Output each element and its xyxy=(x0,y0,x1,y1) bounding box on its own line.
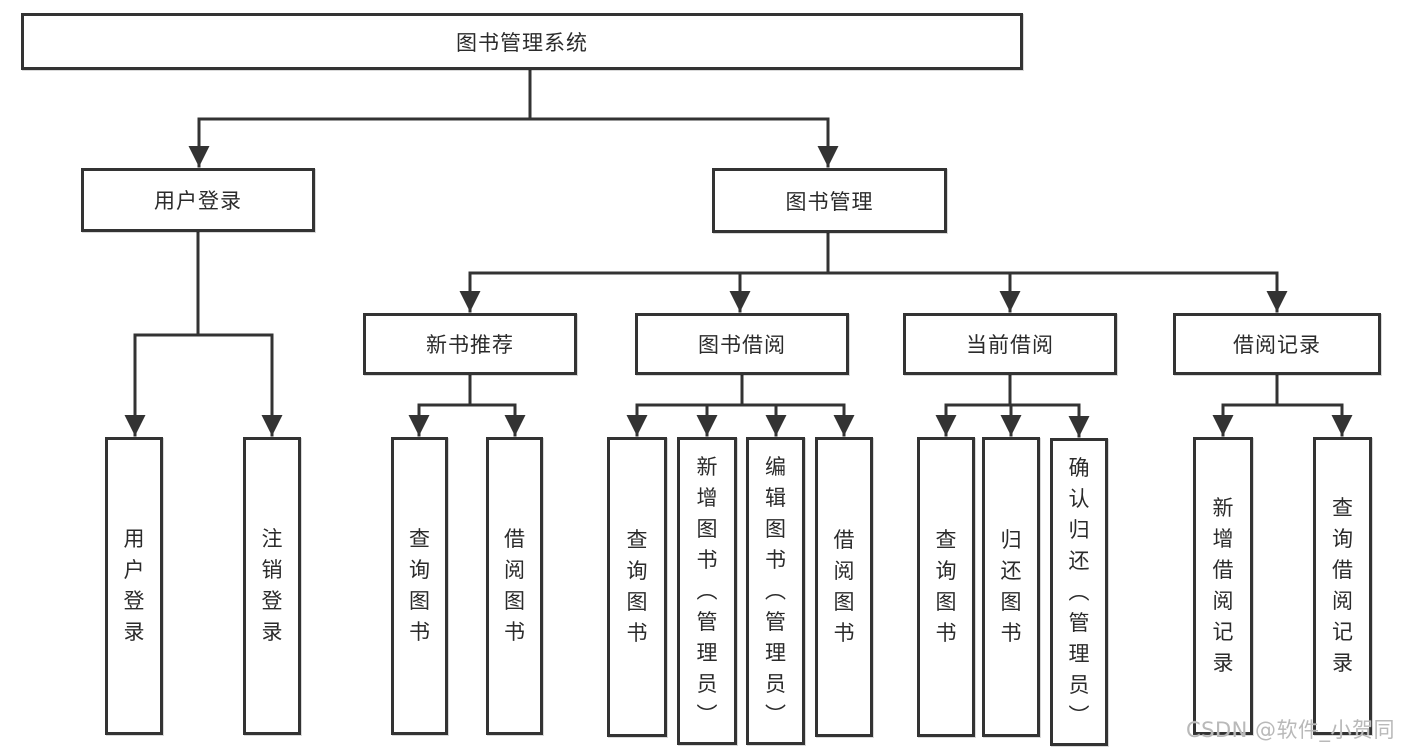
node-label: 当前借阅 xyxy=(966,333,1054,357)
leaf-add-book-admin: 新 增 图 书 ︵ 管 理 员 ︶ xyxy=(677,437,737,745)
leaf-edit-book-admin: 编 辑 图 书 ︵ 管 理 员 ︶ xyxy=(746,437,805,745)
leaf-label: 查 询 图 书 xyxy=(626,528,648,645)
node-label: 图书管理 xyxy=(785,189,874,214)
leaf-label: 借 阅 图 书 xyxy=(504,527,525,644)
leaf-label: 查 询 图 书 xyxy=(935,528,957,645)
leaf-label: 查 询 图 书 xyxy=(409,527,430,644)
node-current-borrow: 当前借阅 xyxy=(903,313,1117,375)
leaf-label: 借 阅 图 书 xyxy=(833,528,855,645)
leaf-borrow-book: 借 阅 图 书 xyxy=(486,437,543,735)
node-library-management-system: 图书管理系统 xyxy=(21,13,1023,70)
csdn-watermark: CSDN @软件_小贺同学 xyxy=(1186,718,1396,742)
leaf-label: 归 还 图 书 xyxy=(1000,528,1022,645)
leaf-borrow-book: 借 阅 图 书 xyxy=(815,437,873,737)
node-label: 图书管理系统 xyxy=(456,30,588,55)
leaf-add-borrow-record: 新 增 借 阅 记 录 xyxy=(1193,437,1253,735)
node-new-book-recommend: 新书推荐 xyxy=(363,313,577,375)
leaf-user-login: 用 户 登 录 xyxy=(105,437,163,735)
leaf-label: 新 增 借 阅 记 录 xyxy=(1212,496,1234,675)
node-label: 借阅记录 xyxy=(1233,333,1321,357)
node-label: 图书借阅 xyxy=(698,333,786,357)
leaf-label: 编 辑 图 书 ︵ 管 理 员 ︶ xyxy=(765,454,786,727)
leaf-confirm-return-admin: 确 认 归 还 ︵ 管 理 员 ︶ xyxy=(1050,438,1108,746)
node-borrow-record: 借阅记录 xyxy=(1173,313,1381,375)
leaf-query-book: 查 询 图 书 xyxy=(607,437,667,737)
leaf-label: 注 销 登 录 xyxy=(261,527,283,644)
leaf-return-book: 归 还 图 书 xyxy=(982,437,1040,737)
node-book-management: 图书管理 xyxy=(712,168,947,233)
leaf-label: 确 认 归 还 ︵ 管 理 员 ︶ xyxy=(1068,455,1090,728)
leaf-label: 查 询 借 阅 记 录 xyxy=(1332,496,1353,675)
leaf-label: 用 户 登 录 xyxy=(123,527,145,644)
node-book-borrow: 图书借阅 xyxy=(635,313,849,375)
leaf-query-book: 查 询 图 书 xyxy=(391,437,448,735)
leaf-label: 新 增 图 书 ︵ 管 理 员 ︶ xyxy=(696,454,718,727)
leaf-query-book: 查 询 图 书 xyxy=(917,437,975,737)
leaf-logout: 注 销 登 录 xyxy=(243,437,301,735)
node-label: 用户登录 xyxy=(154,189,242,213)
node-user-login: 用户登录 xyxy=(81,168,315,232)
leaf-query-borrow-record: 查 询 借 阅 记 录 xyxy=(1313,437,1372,735)
node-label: 新书推荐 xyxy=(426,333,514,357)
